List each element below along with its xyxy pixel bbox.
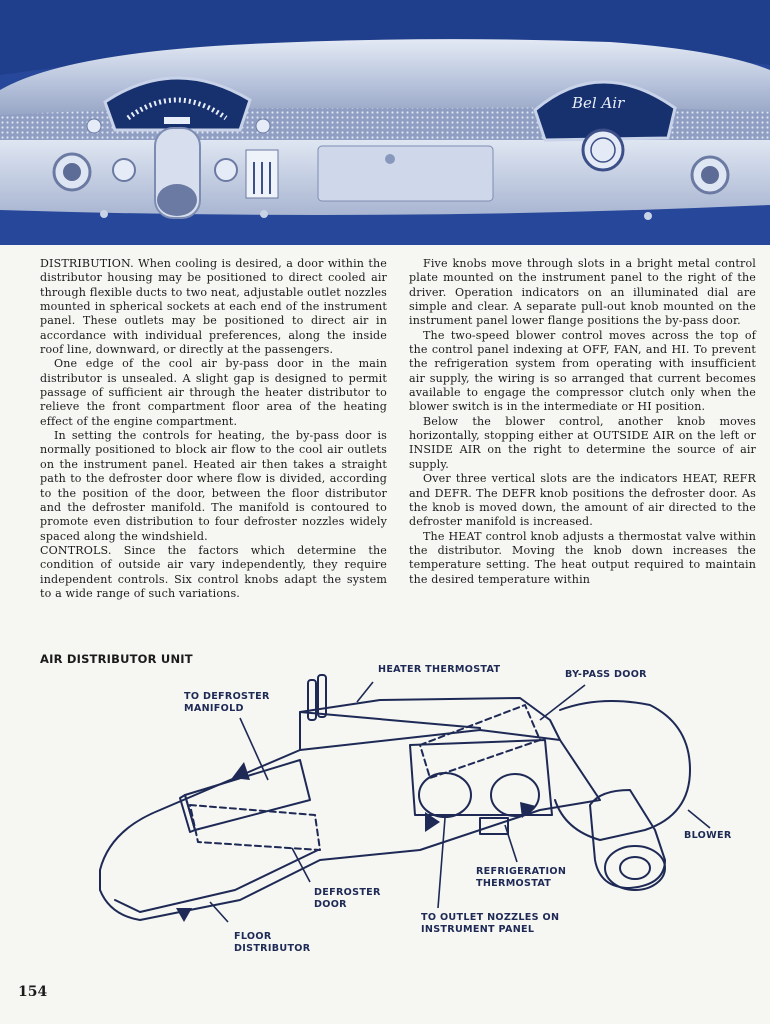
paragraph: The two-speed blower control moves acros… (409, 328, 756, 414)
right-outlet (490, 773, 540, 817)
paragraph: Over three vertical slots are the indica… (409, 472, 756, 529)
refrigeration-thermostat (479, 817, 509, 835)
paragraph: DISTRIBUTION. When cooling is desired, a… (40, 257, 387, 357)
label-to-defroster-manifold: TO DEFROSTER MANIFOLD (184, 691, 270, 714)
glovebox-lock (385, 154, 395, 164)
dashboard-photo: Bel Air (0, 0, 770, 245)
control-knob (214, 158, 238, 182)
clock-pod (533, 80, 677, 142)
label-bypass-door: BY-PASS DOOR (565, 669, 647, 680)
paragraph: Five knobs move through slots in a brigh… (409, 257, 756, 328)
leader-blower (687, 809, 711, 829)
arrow-down-floor (176, 908, 192, 922)
air-distributor-diagram (99, 674, 711, 923)
defroster-door (189, 804, 321, 851)
label-refrigeration-thermostat: REFRIGERATION THERMOSTAT (476, 866, 567, 889)
paragraph: CONTROLS. Since the factors which determ… (40, 543, 387, 600)
heater-thermostat (307, 679, 317, 721)
control-knob (255, 118, 271, 134)
right-text-column: Five knobs move through slots in a brigh… (409, 257, 756, 587)
control-knob (86, 118, 102, 134)
label-blower: BLOWER (684, 830, 732, 841)
left-outlet (418, 772, 472, 818)
left-text-column: DISTRIBUTION. When cooling is desired, a… (40, 257, 387, 601)
leader-heater-thermostat (356, 681, 374, 703)
control-knob (112, 158, 136, 182)
center-grille (330, 108, 450, 142)
top-housing (299, 697, 561, 751)
arrow-outlet-right (520, 802, 536, 818)
clock (581, 128, 625, 172)
paragraph: The HEAT control knob adjusts a thermost… (409, 529, 756, 586)
leader-defroster-door (291, 847, 311, 883)
speedometer-pod (103, 76, 252, 132)
glovebox (317, 145, 494, 202)
label-heater-thermostat: HEATER THERMOSTAT (378, 664, 501, 675)
leader-floor-distributor (209, 901, 229, 923)
leader-bypass-door (539, 684, 586, 721)
blower-housing (554, 700, 691, 841)
label-defroster-door: DEFROSTER DOOR (314, 887, 381, 910)
paragraph: Below the blower control, another knob m… (409, 414, 756, 471)
dashboard-illustration: Bel Air (0, 0, 770, 245)
outlet-plate (409, 739, 553, 816)
body-edge (114, 849, 319, 913)
label-floor-distributor: FLOOR DISTRIBUTOR (234, 931, 311, 954)
distributor-body (99, 729, 601, 921)
label-to-outlet-nozzles: TO OUTLET NOZZLES ON INSTRUMENT PANEL (421, 912, 560, 935)
page-number: 154 (18, 984, 48, 1000)
arrow-outlet-left (425, 812, 440, 832)
defroster-outlet (184, 759, 311, 831)
odometer (164, 117, 190, 124)
bel-air-emblem: Bel Air (571, 94, 625, 112)
paragraph: In setting the controls for heating, the… (40, 429, 387, 543)
column-opening (157, 184, 197, 216)
arrow-up-defroster (232, 762, 250, 780)
blower-motor (589, 789, 666, 889)
leader-refrigeration-thermostat (504, 824, 518, 863)
leader-defroster-manifold (239, 717, 269, 781)
diagram-title: AIR DISTRIBUTOR UNIT (40, 652, 193, 666)
paragraph: One edge of the cool air by-pass door in… (40, 357, 387, 428)
leader-outlet-nozzles (437, 817, 446, 909)
